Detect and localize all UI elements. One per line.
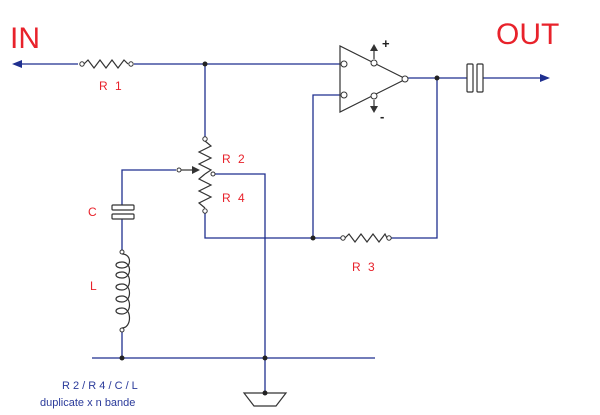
minus-label: - xyxy=(380,109,384,124)
note-line-1: R 2 / R 4 / C / L xyxy=(62,380,138,392)
junction-nodes xyxy=(119,61,440,396)
plus-label: + xyxy=(382,36,390,51)
note-line-2: duplicate x n bande xyxy=(40,397,135,409)
wires xyxy=(12,60,550,393)
capacitor-c xyxy=(111,204,135,220)
wiper-to-ground-wire xyxy=(211,173,266,393)
inductor-l xyxy=(115,249,131,333)
r2-label: R 2 xyxy=(222,152,247,166)
r4-label: R 4 xyxy=(222,191,247,205)
output-label: OUT xyxy=(496,18,559,51)
r4-to-r3-wire xyxy=(204,213,344,239)
r3-label: R 3 xyxy=(352,260,377,274)
l-label: L xyxy=(90,279,99,293)
r3-to-output-wire xyxy=(389,78,438,239)
feedback-inverting-wire xyxy=(312,94,344,238)
r1-label: R 1 xyxy=(99,79,124,93)
resistor-r3 xyxy=(340,232,392,243)
resistor-r1 xyxy=(79,59,134,69)
input-label: IN xyxy=(10,22,40,55)
resistor-r2-r4 xyxy=(176,136,216,214)
op-amp xyxy=(339,44,409,113)
ground-symbol xyxy=(242,392,288,407)
c-label: C xyxy=(88,205,99,219)
output-capacitor xyxy=(466,63,484,93)
wiper-to-capacitor-wire xyxy=(121,169,176,207)
